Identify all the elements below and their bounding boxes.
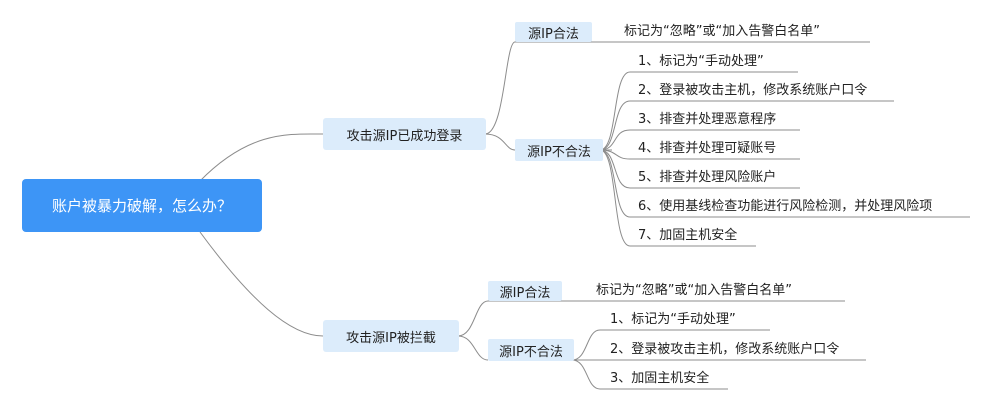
action-item: 1、标记为“手动处理” [638,54,764,70]
connector-b1-a3 [599,129,631,151]
connector-b1-a2 [599,100,631,151]
connector-b1-a6 [599,149,631,218]
action-item: 3、排查并处理恶意程序 [638,112,776,128]
action-text: 7、加固主机安全 [638,228,738,243]
action-item: 1、标记为“手动处理” [610,312,736,328]
action-text: 3、加固主机安全 [610,371,710,386]
connector-branch1-legit [484,41,516,135]
root-node[interactable]: 账户被暴力破解，怎么办？ [22,179,262,232]
connector-b2-a1 [571,329,601,361]
action-text: 6、使用基线检查功能进行风险检测，并处理风险项 [638,199,933,214]
branch-label: 攻击源IP已成功登录 [346,128,463,144]
condition-node-illegit[interactable]: 源IP不合法 [488,339,574,361]
action-text: 4、排查并处理可疑账号 [638,141,777,156]
connector-b1-a1 [599,71,631,151]
action-item: 2、登录被攻击主机，修改系统账户口令 [610,342,839,358]
condition-label: 源IP不合法 [499,344,563,360]
action-item: 2、登录被攻击主机，修改系统账户口令 [638,83,867,99]
condition-label: 源IP合法 [528,26,579,42]
action-text: 5、排查并处理风险账户 [638,170,777,185]
action-text: 1、标记为“手动处理” [638,54,764,69]
action-item: 3、加固主机安全 [610,371,709,387]
action-text: 2、登录被攻击主机，修改系统账户口令 [610,342,840,357]
condition-node-legit[interactable]: 源IP合法 [515,22,592,42]
connector-b1-a7 [599,149,631,247]
condition-node-illegit[interactable]: 源IP不合法 [515,139,603,161]
action-text: 标记为“忽略”或“加入告警白名单” [624,24,820,39]
branch-node-blocked[interactable]: 攻击源IP被拦截 [323,320,459,352]
branch-label: 攻击源IP被拦截 [346,330,436,346]
action-text: 3、排查并处理恶意程序 [638,112,777,127]
branch-node-logged-in[interactable]: 攻击源IP已成功登录 [323,118,486,150]
action-text: 标记为“忽略”或“加入告警白名单” [596,283,792,298]
action-item: 5、排查并处理风险账户 [638,170,776,186]
condition-label: 源IP合法 [499,285,551,301]
connector-branch2-legit [457,300,489,337]
connector-b2-a3 [571,359,601,390]
connector-root-branch1 [199,133,324,182]
action-item: 6、使用基线检查功能进行风险检测，并处理风险项 [638,199,932,215]
connector-branch1-illegit [484,133,516,151]
connector-root-branch2 [199,231,324,337]
action-text: 1、标记为“手动处理” [610,312,736,327]
condition-label: 源IP不合法 [527,144,591,160]
root-label: 账户被暴力破解，怎么办？ [51,197,232,215]
action-item: 标记为“忽略”或“加入告警白名单” [624,24,820,40]
action-item: 标记为“忽略”或“加入告警白名单” [596,283,792,299]
connector-branch2-illegit [457,335,489,361]
action-item: 4、排查并处理可疑账号 [638,141,776,157]
action-item: 7、加固主机安全 [638,228,737,244]
condition-node-legit[interactable]: 源IP合法 [488,281,562,301]
action-text: 2、登录被攻击主机，修改系统账户口令 [638,83,868,98]
